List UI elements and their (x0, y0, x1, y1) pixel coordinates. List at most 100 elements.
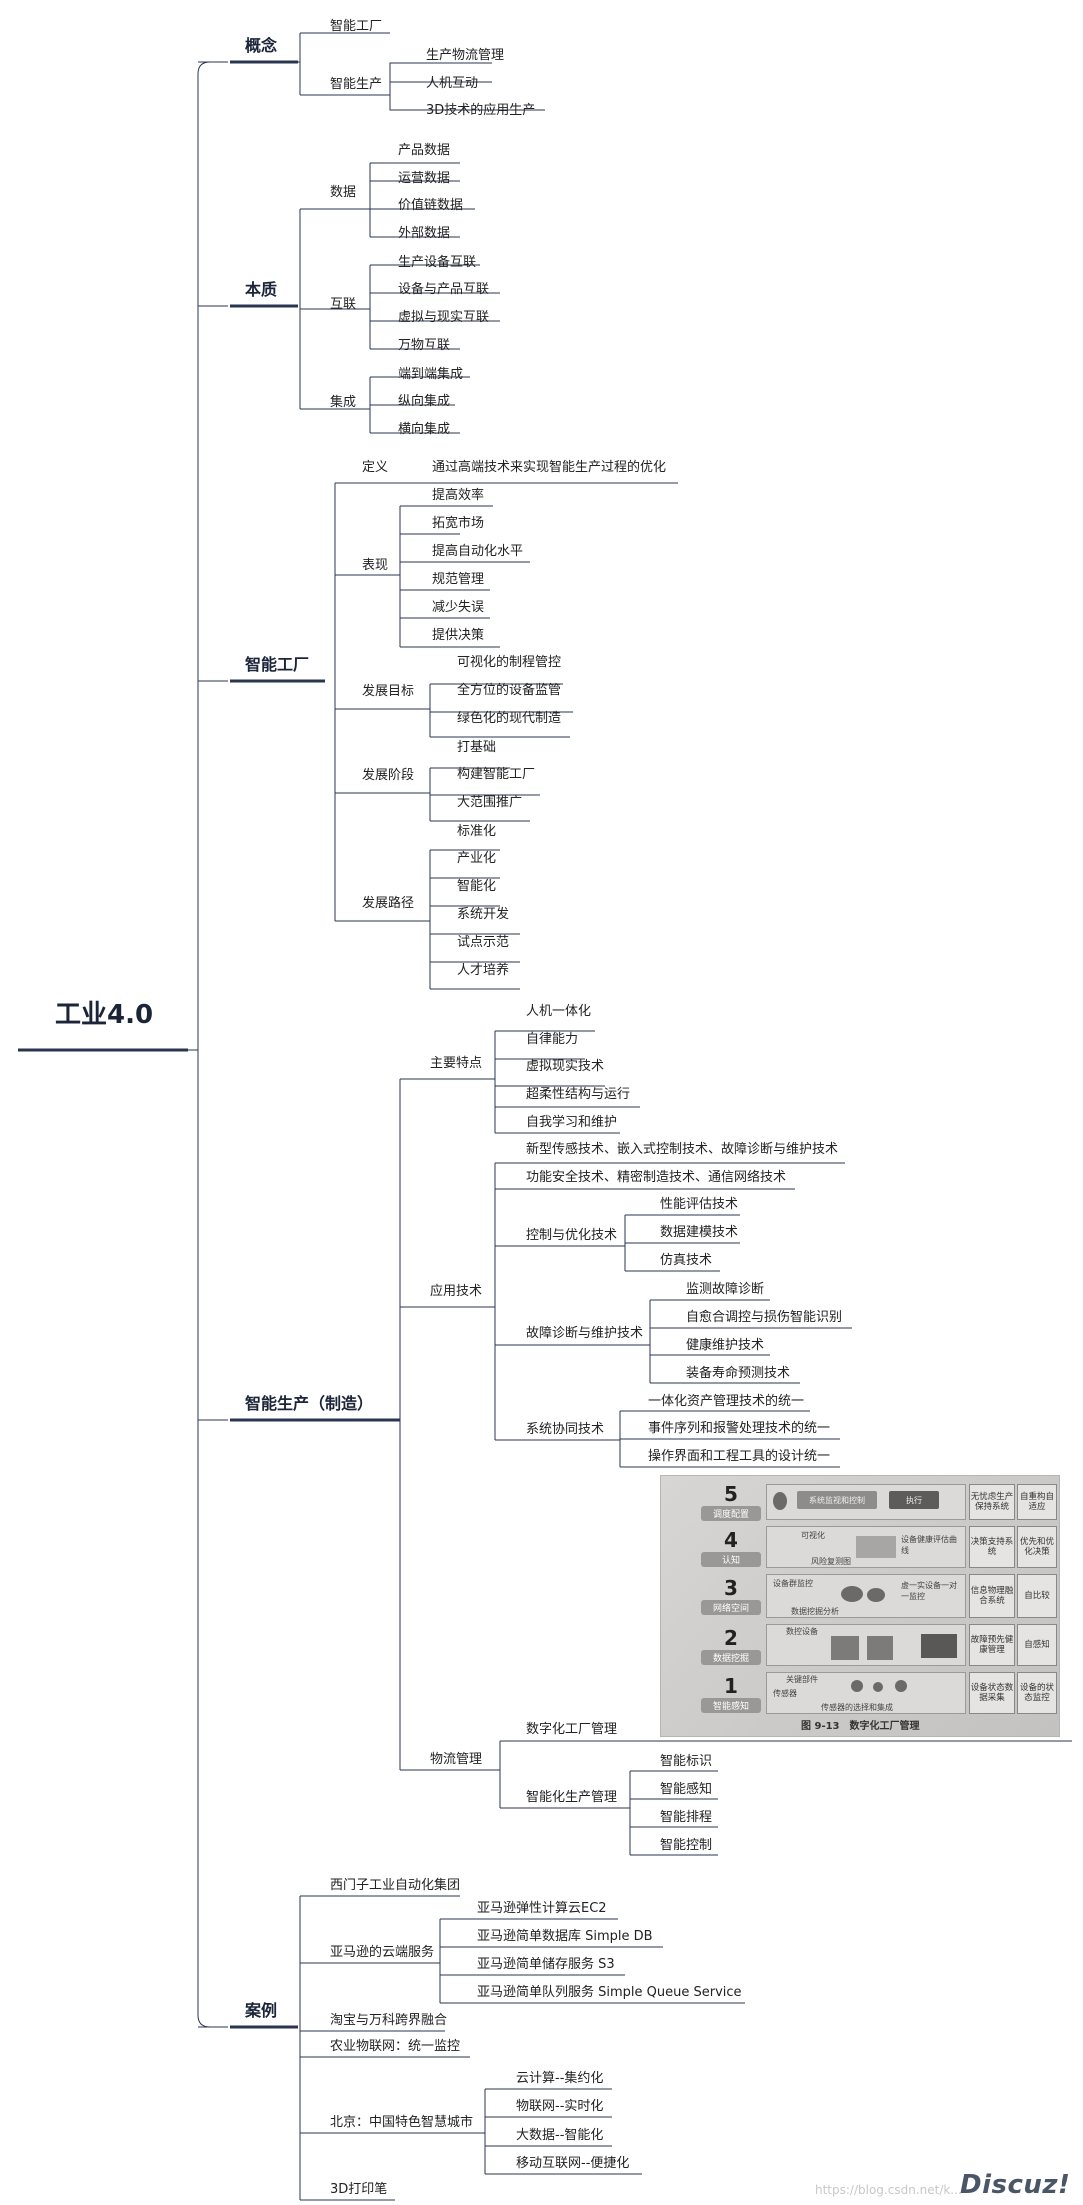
production-feature-item[interactable]: 虚拟现实技术 (526, 1059, 605, 1074)
fault-item[interactable]: 健康维护技术 (686, 1338, 765, 1353)
essence-data-item[interactable]: 运营数据 (398, 171, 451, 186)
amazon-item[interactable]: 亚马逊简单数据库 Simple DB (477, 1929, 653, 1944)
factory-path-item[interactable]: 人才培养 (457, 963, 510, 978)
branch-cases[interactable]: 案例 (245, 2001, 278, 2020)
factory-path-item[interactable]: 系统开发 (457, 907, 510, 922)
concept-prod-item[interactable]: 生产物流管理 (426, 48, 505, 63)
factory-perf-item[interactable]: 拓宽市场 (432, 516, 485, 531)
amazon-item[interactable]: 亚马逊简单队列服务 Simple Queue Service (477, 1985, 742, 2000)
root-title[interactable]: 工业4.0 (55, 1000, 154, 1030)
factory-stage-item[interactable]: 大范围推广 (457, 795, 523, 810)
apptech-sync[interactable]: 系统协同技术 (526, 1422, 605, 1437)
factory-goal-item[interactable]: 可视化的制程管控 (457, 655, 562, 670)
amazon-item[interactable]: 亚马逊弹性计算云EC2 (477, 1901, 607, 1916)
essence-data-item[interactable]: 价值链数据 (398, 198, 464, 213)
factory-goal-item[interactable]: 全方位的设备监管 (457, 683, 562, 698)
essence-data[interactable]: 数据 (330, 185, 357, 200)
factory-path-item[interactable]: 智能化 (457, 879, 497, 894)
factory-perf-item[interactable]: 提高效率 (432, 488, 485, 503)
case-siemens[interactable]: 西门子工业自动化集团 (330, 1878, 461, 1893)
factory-perf-item[interactable]: 减少失误 (432, 600, 485, 615)
essence-integration-item[interactable]: 横向集成 (398, 422, 451, 437)
production-features[interactable]: 主要特点 (430, 1056, 483, 1071)
beijing-item[interactable]: 物联网--实时化 (516, 2099, 604, 2114)
essence-data-item[interactable]: 外部数据 (398, 226, 451, 241)
concept-smart-factory[interactable]: 智能工厂 (330, 19, 383, 34)
figure-band-1 (766, 1672, 966, 1714)
case-amazon[interactable]: 亚马逊的云端服务 (330, 1945, 435, 1960)
concept-smart-production[interactable]: 智能生产 (330, 77, 383, 92)
essence-interconnect-item[interactable]: 生产设备互联 (398, 255, 477, 270)
logistics-digital-factory[interactable]: 数字化工厂管理 (526, 1722, 618, 1737)
figure-small-label: 设备群监控 (773, 1579, 813, 1588)
essence-interconnect-item[interactable]: 设备与产品互联 (398, 282, 490, 297)
sync-item[interactable]: 操作界面和工程工具的设计统一 (648, 1449, 831, 1464)
production-logistics[interactable]: 物流管理 (430, 1752, 483, 1767)
case-agri[interactable]: 农业物联网：统一监控 (330, 2039, 461, 2054)
production-feature-item[interactable]: 自我学习和维护 (526, 1115, 618, 1130)
factory-goal-item[interactable]: 绿色化的现代制造 (457, 711, 562, 726)
apptech-fault[interactable]: 故障诊断与维护技术 (526, 1326, 644, 1341)
branch-concept[interactable]: 概念 (245, 36, 278, 55)
production-apptech[interactable]: 应用技术 (430, 1284, 483, 1299)
beijing-item[interactable]: 大数据--智能化 (516, 2128, 604, 2143)
factory-perf-item[interactable]: 提供决策 (432, 628, 485, 643)
fault-item[interactable]: 装备寿命预测技术 (686, 1366, 791, 1381)
factory-path[interactable]: 发展路径 (362, 896, 415, 911)
apptech-line[interactable]: 新型传感技术、嵌入式控制技术、故障诊断与维护技术 (526, 1142, 839, 1157)
essence-interconnect-item[interactable]: 万物互联 (398, 338, 451, 353)
factory-path-item[interactable]: 试点示范 (457, 935, 510, 950)
essence-data-item[interactable]: 产品数据 (398, 143, 451, 158)
sync-item[interactable]: 一体化资产管理技术的统一 (648, 1394, 805, 1409)
factory-path-item[interactable]: 标准化 (457, 824, 497, 839)
control-item[interactable]: 仿真技术 (660, 1253, 713, 1268)
case-3d-pen[interactable]: 3D打印笔 (330, 2182, 388, 2197)
smart-mgmt-item[interactable]: 智能标识 (660, 1754, 713, 1769)
factory-performance[interactable]: 表现 (362, 558, 389, 573)
branch-smart-factory[interactable]: 智能工厂 (245, 655, 310, 674)
essence-integration-item[interactable]: 端到端集成 (398, 367, 464, 382)
control-item[interactable]: 数据建模技术 (660, 1225, 739, 1240)
branch-smart-production[interactable]: 智能生产（制造） (245, 1394, 374, 1413)
smart-mgmt-item[interactable]: 智能感知 (660, 1782, 713, 1797)
concept-prod-item[interactable]: 3D技术的应用生产 (426, 103, 536, 118)
robot-icon (867, 1588, 885, 1602)
factory-definition-text[interactable]: 通过高端技术来实现智能生产过程的优化 (432, 460, 667, 475)
factory-perf-item[interactable]: 规范管理 (432, 572, 485, 587)
factory-perf-item[interactable]: 提高自动化水平 (432, 544, 524, 559)
beijing-item[interactable]: 移动互联网--便捷化 (516, 2156, 630, 2171)
sync-item[interactable]: 事件序列和报警处理技术的统一 (648, 1421, 831, 1436)
essence-integration-item[interactable]: 纵向集成 (398, 394, 451, 409)
production-feature-item[interactable]: 人机一体化 (526, 1004, 592, 1019)
figure-col2-cell: 自重构自适应 (1017, 1484, 1057, 1520)
apptech-line[interactable]: 功能安全技术、精密制造技术、通信网络技术 (526, 1170, 787, 1185)
case-beijing[interactable]: 北京：中国特色智慧城市 (330, 2115, 474, 2130)
fault-item[interactable]: 监测故障诊断 (686, 1282, 765, 1297)
figure-col2-cell: 优先和优化决策 (1017, 1526, 1057, 1568)
factory-stage-item[interactable]: 构建智能工厂 (457, 767, 536, 782)
factory-stage[interactable]: 发展阶段 (362, 768, 415, 783)
branch-essence[interactable]: 本质 (245, 280, 278, 299)
smart-mgmt-item[interactable]: 智能控制 (660, 1838, 713, 1853)
essence-interconnect-item[interactable]: 虚拟与现实互联 (398, 310, 490, 325)
logistics-smart-mgmt[interactable]: 智能化生产管理 (526, 1790, 618, 1805)
factory-goal[interactable]: 发展目标 (362, 684, 415, 699)
production-feature-item[interactable]: 超柔性结构与运行 (526, 1087, 631, 1102)
essence-interconnect[interactable]: 互联 (330, 297, 357, 312)
amazon-item[interactable]: 亚马逊简单储存服务 S3 (477, 1957, 615, 1972)
factory-stage-item[interactable]: 打基础 (457, 740, 497, 755)
factory-definition[interactable]: 定义 (362, 460, 389, 475)
control-item[interactable]: 性能评估技术 (660, 1197, 739, 1212)
figure-caption: 图 9-13 数字化工厂管理 (801, 1721, 920, 1732)
beijing-item[interactable]: 云计算--集约化 (516, 2071, 604, 2086)
apptech-control[interactable]: 控制与优化技术 (526, 1228, 618, 1243)
case-taobao[interactable]: 淘宝与万科跨界融合 (330, 2013, 448, 2028)
essence-integration[interactable]: 集成 (330, 395, 357, 410)
smart-mgmt-item[interactable]: 智能排程 (660, 1810, 713, 1825)
fault-item[interactable]: 自愈合调控与损伤智能识别 (686, 1310, 843, 1325)
production-feature-item[interactable]: 自律能力 (526, 1032, 579, 1047)
factory-path-item[interactable]: 产业化 (457, 851, 497, 866)
concept-prod-item[interactable]: 人机互动 (426, 76, 479, 91)
